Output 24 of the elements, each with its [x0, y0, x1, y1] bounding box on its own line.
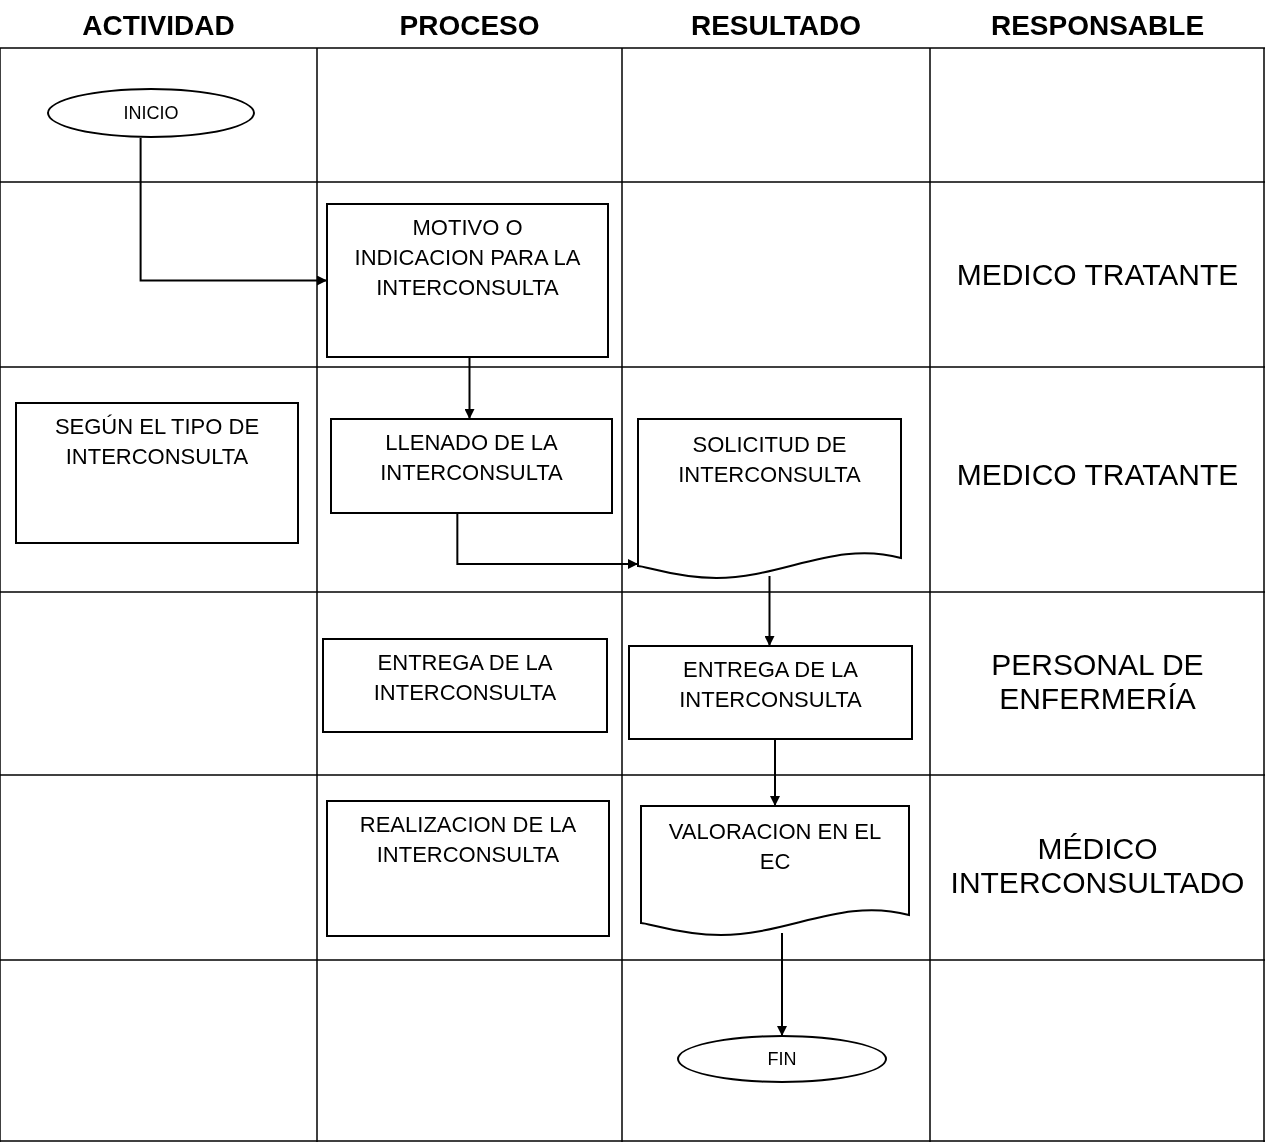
column-header: RESULTADO [689, 10, 863, 42]
process-box: SEGÚN EL TIPO DE INTERCONSULTA [15, 402, 299, 544]
arrow [764, 575, 775, 646]
column-header: RESPONSABLE [989, 10, 1206, 42]
arrow [139, 137, 327, 286]
lane-label: MEDICO TRATANTE [955, 258, 1240, 292]
process-box: REALIZACION DE LA INTERCONSULTA [326, 800, 610, 937]
arrow [464, 357, 475, 419]
lane-label: MEDICO TRATANTE [955, 458, 1240, 492]
process-box: MOTIVO O INDICACION PARA LA INTERCONSULTA [326, 203, 609, 358]
process-box: LLENADO DE LA INTERCONSULTA [330, 418, 613, 514]
arrow [770, 739, 780, 806]
process-box: ENTREGA DE LA INTERCONSULTA [628, 645, 913, 740]
arrow [456, 513, 638, 569]
lane-label: MÉDICO INTERCONSULTADO [949, 832, 1246, 900]
document-shape: SOLICITUD DE INTERCONSULTA [637, 418, 902, 580]
lane-label: PERSONAL DE ENFERMERÍA [990, 648, 1205, 716]
column-header: ACTIVIDAD [81, 10, 236, 42]
column-header: PROCESO [398, 10, 541, 42]
process-box: ENTREGA DE LA INTERCONSULTA [322, 638, 608, 733]
document-shape: VALORACION EN EL EC [640, 805, 910, 937]
terminal-ellipse: FIN [677, 1035, 887, 1083]
terminal-ellipse: INICIO [47, 88, 255, 138]
arrow [777, 932, 787, 1036]
